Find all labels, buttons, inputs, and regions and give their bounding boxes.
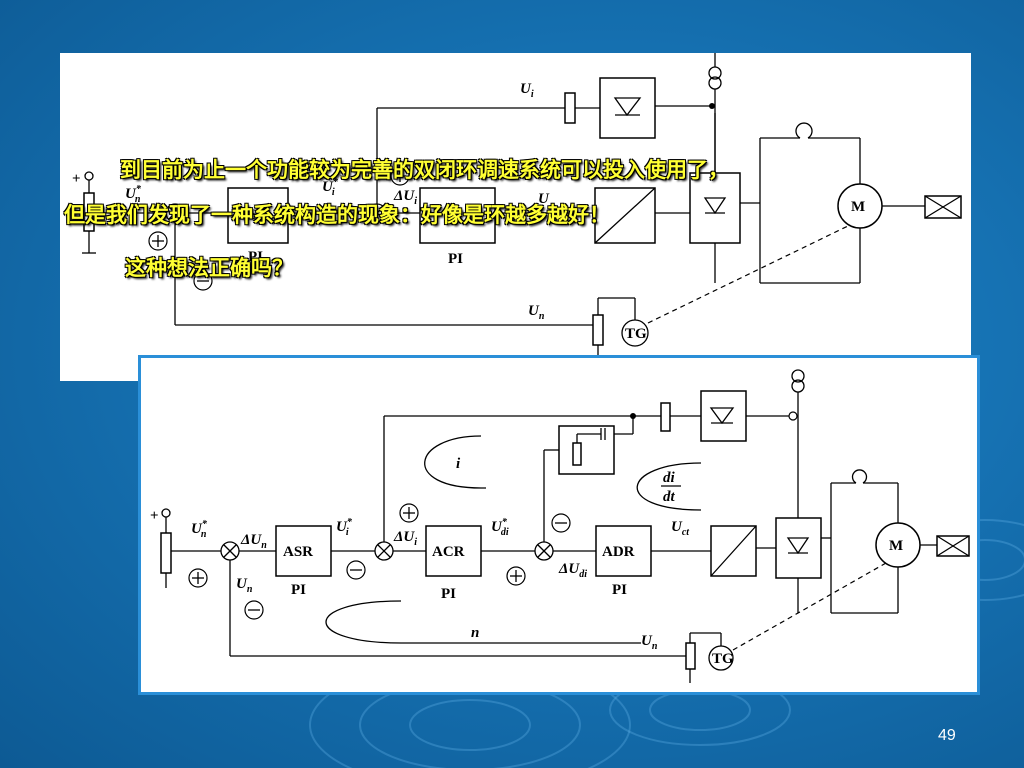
svg-text:M: M xyxy=(851,199,865,215)
svg-text:TG: TG xyxy=(712,651,734,667)
svg-text:PI: PI xyxy=(612,582,627,598)
top-diagram-panel: + U*n ASR PI U*i ΔUi PI U Ui M xyxy=(60,53,971,381)
svg-text:U*i: U*i xyxy=(336,517,353,538)
svg-text:ΔUn: ΔUn xyxy=(240,532,267,551)
thyristor-bridge xyxy=(689,172,741,244)
svg-text:U*n: U*n xyxy=(125,184,142,205)
svg-text:Un: Un xyxy=(641,633,658,652)
svg-text:PI: PI xyxy=(441,586,456,602)
thyristor-bridge xyxy=(775,517,822,579)
asr-block xyxy=(227,187,289,244)
acr-block xyxy=(419,187,496,244)
svg-text:TG: TG xyxy=(625,326,647,342)
svg-text:M: M xyxy=(889,538,903,554)
bottom-diagram-panel: + U*n ΔUn ASR PI U*i ΔUi ACR PI U*di ΔUd… xyxy=(138,355,980,695)
svg-text:di: di xyxy=(663,470,676,486)
svg-text:i: i xyxy=(456,456,461,472)
svg-text:PI: PI xyxy=(448,251,463,267)
svg-text:Ui: Ui xyxy=(520,81,534,100)
svg-text:ADR: ADR xyxy=(602,544,635,560)
svg-text:U: U xyxy=(538,191,550,207)
overlay-line-3: 这种想法正确吗？ xyxy=(125,256,293,280)
svg-text:+: + xyxy=(72,171,81,187)
svg-text:U*i: U*i xyxy=(322,177,339,198)
svg-text:ASR: ASR xyxy=(238,207,268,223)
svg-text:ΔUi: ΔUi xyxy=(393,529,417,548)
svg-text:PI: PI xyxy=(291,582,306,598)
asr-block xyxy=(275,525,332,577)
svg-text:PI: PI xyxy=(248,249,263,265)
svg-text:dt: dt xyxy=(663,489,676,505)
svg-text:ACR: ACR xyxy=(432,544,465,560)
svg-text:U*n: U*n xyxy=(191,519,208,540)
svg-text:ΔUi: ΔUi xyxy=(393,188,417,207)
di-detector xyxy=(558,425,615,475)
reference-potentiometer xyxy=(160,532,172,574)
current-rectifier xyxy=(700,390,747,442)
svg-text:Un: Un xyxy=(528,303,545,322)
svg-text:ΔUdi: ΔUdi xyxy=(558,561,587,580)
svg-text:+: + xyxy=(150,508,159,524)
adr-block xyxy=(595,525,652,577)
svg-text:Uct: Uct xyxy=(671,519,690,538)
svg-text:ASR: ASR xyxy=(283,544,313,560)
single-loop-diagram: + U*n ASR PI U*i ΔUi PI U Ui M xyxy=(72,53,962,358)
svg-text:Un: Un xyxy=(236,576,253,595)
svg-text:U*di: U*di xyxy=(491,517,509,538)
current-rectifier xyxy=(599,77,656,139)
overlay-line-1: 到目前为止一个功能较为完善的双闭环调速系统可以投入使用了， xyxy=(120,158,729,182)
page-number: 49 xyxy=(938,727,956,744)
triple-loop-diagram: + U*n ΔUn ASR PI U*i ΔUi ACR PI U*di ΔUd… xyxy=(150,369,970,683)
overlay-line-2: 但是我们发现了一种系统构造的现象：好像是环越多越好！ xyxy=(64,203,610,227)
svg-text:n: n xyxy=(471,625,479,641)
reference-potentiometer xyxy=(83,192,95,232)
